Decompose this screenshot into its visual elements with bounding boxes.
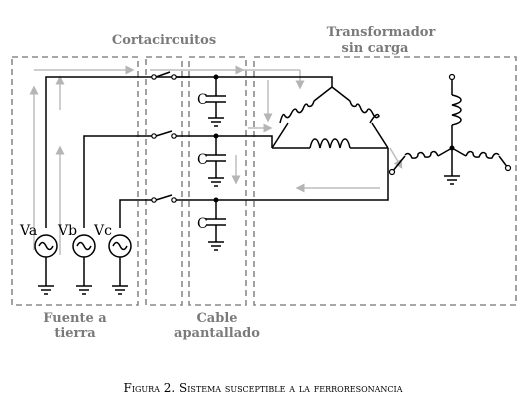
breakers-title: Cortacircuitos xyxy=(112,33,216,48)
breaker-box xyxy=(145,56,183,306)
neutral-point xyxy=(449,145,455,151)
cable-capacitances xyxy=(206,77,226,251)
source-label-va: Va xyxy=(19,223,37,239)
voltage-sources xyxy=(34,234,132,295)
source-title-line1: Fuente a xyxy=(43,311,107,326)
transformer-box xyxy=(253,56,517,306)
circuit-wiring xyxy=(45,71,389,228)
wye-secondary-winding xyxy=(391,77,509,185)
circuit-breakers xyxy=(151,74,177,203)
source-box xyxy=(11,56,139,306)
source-title-line2: tierra xyxy=(54,326,96,341)
capacitor-label-1: C xyxy=(197,92,208,108)
cable-title-line1: Cable xyxy=(196,311,237,326)
cable-box xyxy=(188,56,247,306)
capacitor-junction-dots xyxy=(213,74,219,203)
source-label-vc: Vc xyxy=(93,223,112,239)
delta-primary-winding xyxy=(271,86,389,149)
capacitor-label-3: C xyxy=(197,216,208,232)
secondary-terminals xyxy=(388,73,512,176)
capacitor-label-2: C xyxy=(197,152,208,168)
cable-title-line2: apantallado xyxy=(174,326,260,341)
current-path-arrows xyxy=(29,65,403,255)
transformer-title-line1: Transformador xyxy=(327,25,436,40)
source-label-vb: Vb xyxy=(57,223,77,239)
figure-caption: Figura 2. Sistema susceptible a la ferro… xyxy=(124,381,403,395)
transformer-title-line2: sin carga xyxy=(342,41,410,56)
